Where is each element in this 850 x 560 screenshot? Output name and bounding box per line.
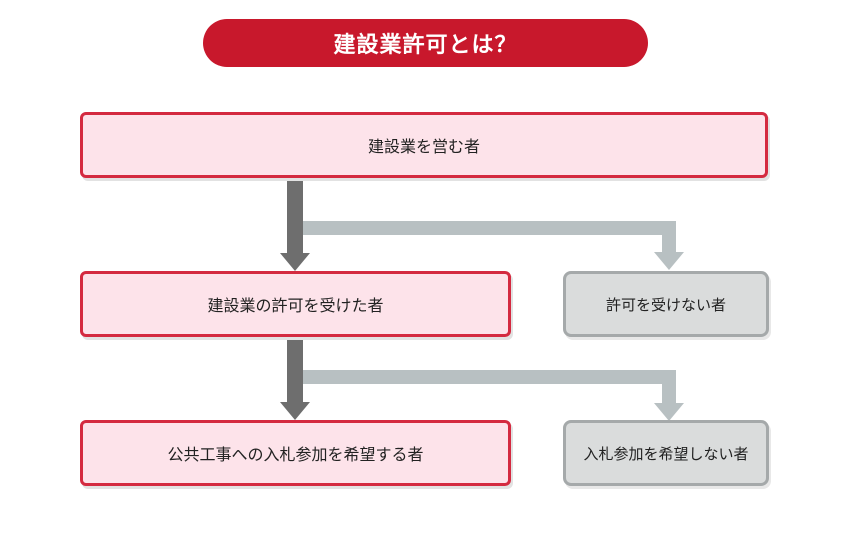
node-licensed: 建設業の許可を受けた者 <box>80 271 511 337</box>
main-arrow-2 <box>280 338 310 420</box>
node-no-bid-label: 入札参加を希望しない者 <box>583 444 749 463</box>
node-unlicensed: 許可を受けない者 <box>563 271 769 337</box>
node-contractor: 建設業を営む者 <box>80 112 768 178</box>
branch-arrow-2 <box>296 370 684 421</box>
diagram-title: 建設業許可とは？ <box>203 19 648 67</box>
main-arrow-1 <box>280 181 310 271</box>
node-public-bid-label: 公共工事への入札参加を希望する者 <box>167 445 424 464</box>
node-public-bid: 公共工事への入札参加を希望する者 <box>80 420 511 486</box>
node-contractor-label: 建設業を営む者 <box>367 137 480 156</box>
branch-arrow-1 <box>296 221 684 270</box>
node-unlicensed-label: 許可を受けない者 <box>605 295 726 314</box>
node-licensed-label: 建設業の許可を受けた者 <box>207 296 384 315</box>
node-no-bid: 入札参加を希望しない者 <box>563 420 769 486</box>
